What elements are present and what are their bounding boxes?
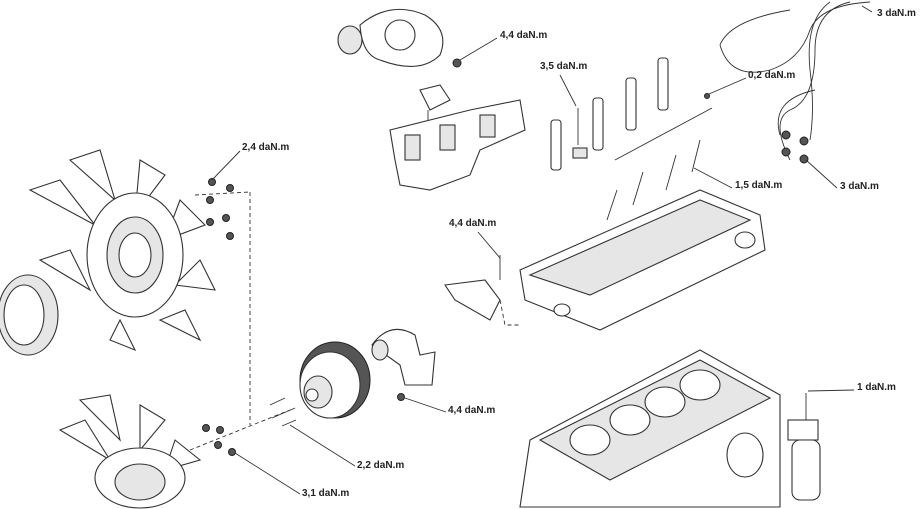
turbocharger <box>337 8 462 68</box>
torque-label: 1,5 daN.m <box>735 180 783 191</box>
exhaust-manifold <box>389 84 526 191</box>
glow-plugs <box>606 139 701 221</box>
torque-label: 3 daN.m <box>877 8 916 19</box>
torque-label: 4,4 daN.m <box>448 405 496 416</box>
injection-pipes <box>719 1 871 164</box>
torque-label: 2,4 daN.m <box>242 142 290 153</box>
water-pump-pulley <box>299 341 371 419</box>
pulley-bolts <box>269 397 297 427</box>
torque-label: 0,2 daN.m <box>748 70 796 81</box>
pump-bracket <box>371 328 436 401</box>
torque-label: 3,1 daN.m <box>302 488 350 499</box>
torque-label: 3,5 daN.m <box>540 61 588 72</box>
torque-label: 2,2 daN.m <box>357 460 405 471</box>
fan-lower <box>58 394 202 509</box>
viscous-coupling <box>0 274 59 356</box>
fuel-filter <box>787 393 821 501</box>
cylinder-head <box>444 189 766 331</box>
torque-label: 4,4 daN.m <box>500 30 548 41</box>
torque-label: 3 daN.m <box>840 181 879 192</box>
leak-off-rail <box>614 93 713 161</box>
engine-block <box>519 349 781 508</box>
fan-upper <box>28 149 216 352</box>
torque-label: 1 daN.m <box>857 382 896 393</box>
fan-nuts <box>202 178 236 456</box>
leader-lines <box>211 5 873 495</box>
injectors <box>550 57 669 171</box>
torque-label: 4,4 daN.m <box>449 218 497 229</box>
